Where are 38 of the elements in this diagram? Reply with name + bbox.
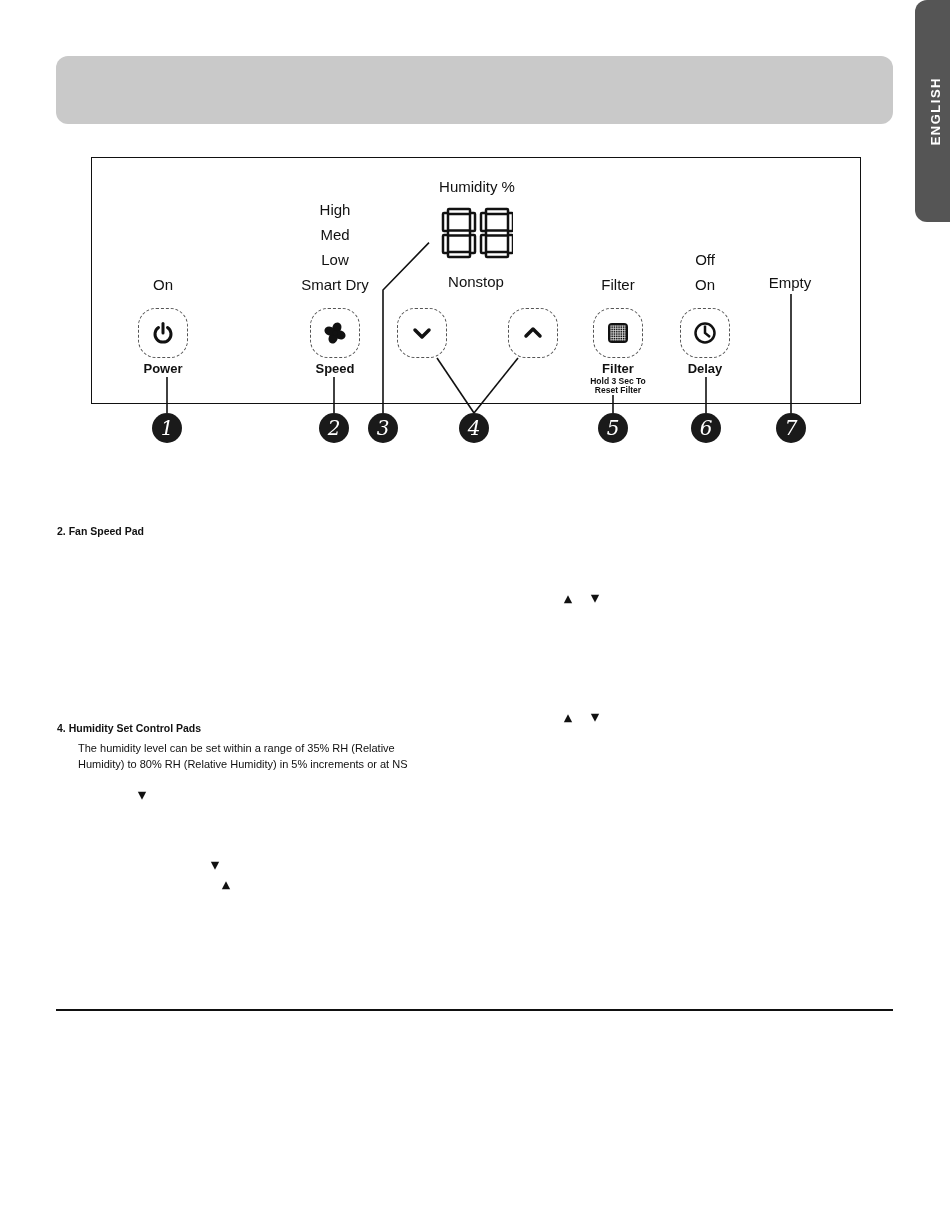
button-label: Delay [687,361,723,377]
leader-line [612,394,614,414]
indicator-label: Nonstop [447,272,505,292]
indicator-label: Filter [601,275,635,295]
body-paragraph: The humidity level can be set within a range of 35% RH (Relative Humidity) to 80% RH (Relative Humidity) in 5% increments or at NS [78,741,409,772]
callout-number: 5 [598,413,628,443]
control-panel [91,157,861,404]
indicator-label: Off [695,250,715,270]
leader-line [333,376,335,414]
display-label: Humidity % [439,177,515,197]
button-label: Filter [602,361,634,377]
callout-number: 4 [459,413,489,443]
indicator-label: Smart Dry [301,275,369,295]
indicator-label: High [319,200,351,220]
indicator-label: On [153,275,173,295]
indicator-label: Med [320,225,350,245]
callout-number: 7 [776,413,806,443]
leader-line [382,241,430,414]
touch-pad [397,308,447,358]
callout-number: 1 [152,413,182,443]
tab-label: ENGLISH [927,76,943,146]
button-label: Power [143,361,183,377]
callout-number: 3 [368,413,398,443]
button-label: Speed [315,361,355,377]
callout-number: 6 [691,413,721,443]
callout-number: 2 [319,413,349,443]
leader-line [166,376,168,414]
indicator-label: Empty [750,272,830,294]
button-hint: Hold 3 Sec To Reset Filter [589,377,647,395]
touch-pad [508,308,558,358]
leader-line [705,376,707,414]
indicator-label: Low [321,250,349,270]
leader-line [473,357,519,414]
leader-line [790,293,792,414]
indicator-label: On [695,275,715,295]
section-heading: 2. Fan Speed Pad [57,525,144,537]
section-heading: 4. Humidity Set Control Pads [57,722,202,734]
leader-line [436,357,475,414]
